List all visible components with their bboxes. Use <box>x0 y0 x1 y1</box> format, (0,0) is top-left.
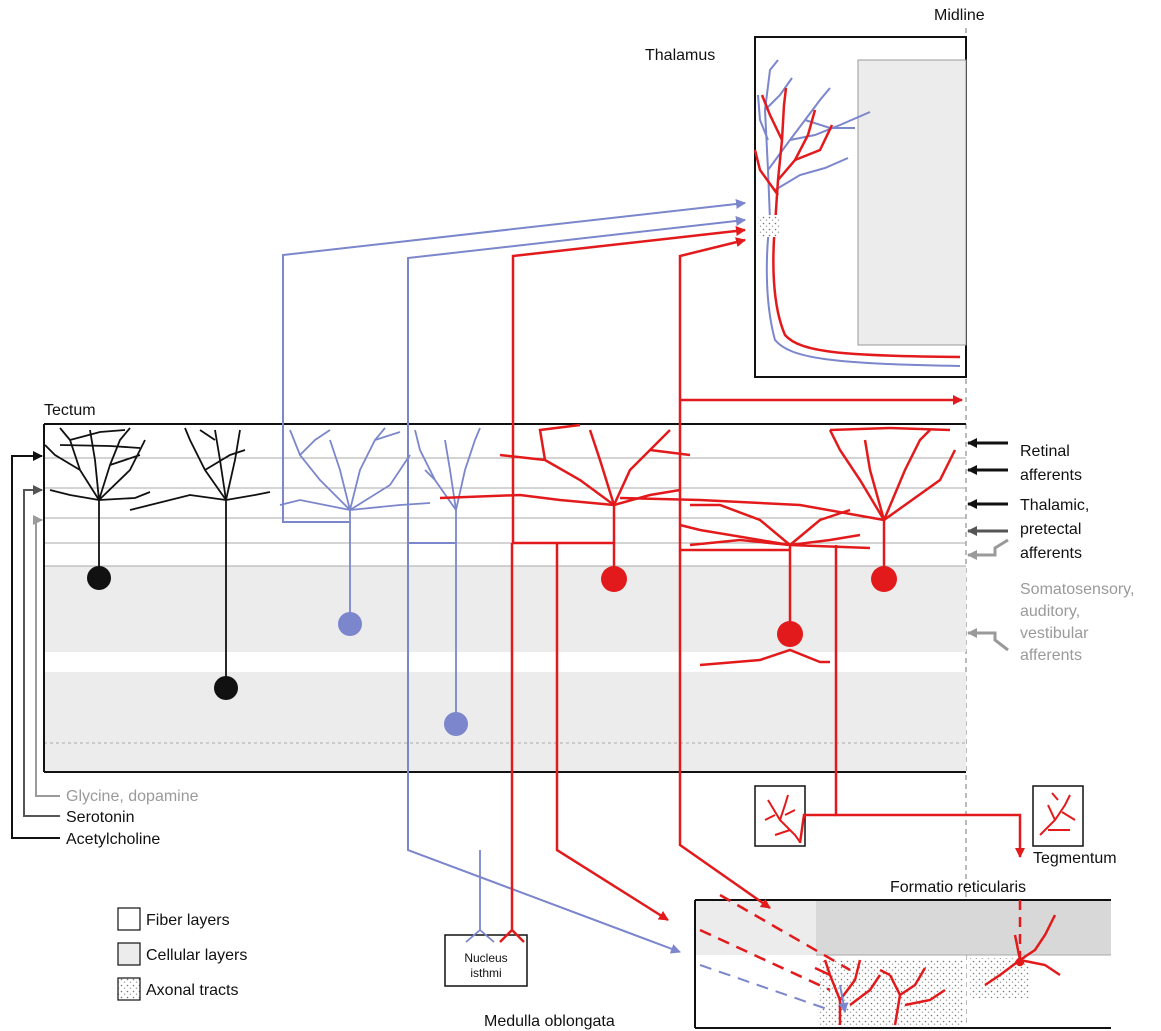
legend-item-axonal: Axonal tracts <box>118 978 238 1000</box>
tectum: Tectum <box>44 402 966 772</box>
midline-label: Midline <box>934 7 985 24</box>
tegmentum-label: Tegmentum <box>1033 850 1117 867</box>
legend: Fiber layers Cellular layers Axonal trac… <box>118 908 247 1000</box>
somatosensory-label-4: afferents <box>1020 647 1082 664</box>
glycine-label: Glycine, dopamine <box>66 788 199 805</box>
medulla-label: Medulla oblongata <box>484 1013 615 1030</box>
black-neuron-1-soma <box>87 566 111 590</box>
blue-projection-2 <box>408 220 745 543</box>
neuromodulator-labels: Glycine, dopamine Serotonin Acetylcholin… <box>66 788 199 848</box>
retinal-label-1: Retinal <box>1020 443 1070 460</box>
acetylcholine-label: Acetylcholine <box>66 831 160 848</box>
afferent-labels: Retinal afferents Thalamic, pretectal af… <box>1020 443 1134 664</box>
legend-swatch-cellular <box>118 943 140 965</box>
nucleus-isthmi-label-2: isthmi <box>470 966 501 980</box>
formatio-label: Formatio reticularis <box>890 879 1026 896</box>
thalamus-label: Thalamus <box>645 47 715 64</box>
somatosensory-label-3: vestibular <box>1020 625 1089 642</box>
blue-neuron-1-soma <box>338 612 362 636</box>
retinal-afferent-arrows <box>968 443 1008 531</box>
somatosensory-afferent-arrows <box>968 540 1008 650</box>
medulla-oblongata: Formatio reticularis Medulla oblongata <box>484 879 1111 1030</box>
somatosensory-label-2: auditory, <box>1020 603 1080 620</box>
tectum-label: Tectum <box>44 402 96 419</box>
thalamic-label-1: Thalamic, <box>1020 497 1089 514</box>
thalamus-axonal-dots <box>758 215 780 237</box>
retinal-label-2: afferents <box>1020 467 1082 484</box>
legend-swatch-fiber <box>118 908 140 930</box>
red-neuron-3-soma <box>871 566 897 592</box>
somatosensory-label-1: Somatosensory, <box>1020 581 1134 598</box>
thalamus-box: Thalamus <box>645 37 966 377</box>
nucleus-isthmi-label-1: Nucleus <box>464 951 507 965</box>
blue-neuron-2-soma <box>444 712 468 736</box>
thalamic-label-2: pretectal <box>1020 521 1081 538</box>
legend-label-cellular: Cellular layers <box>146 947 247 964</box>
legend-item-fiber: Fiber layers <box>118 908 230 930</box>
red-projection-1 <box>513 230 745 543</box>
legend-label-axonal: Axonal tracts <box>146 982 238 999</box>
serotonin-label: Serotonin <box>66 809 135 826</box>
red-neuron-2-soma <box>777 621 803 647</box>
black-neuron-2-soma <box>214 676 238 700</box>
thalamic-label-3: afferents <box>1020 545 1082 562</box>
black-neuron-2 <box>130 428 270 700</box>
red-neuron-1-soma <box>601 566 627 592</box>
legend-label-fiber: Fiber layers <box>146 912 230 929</box>
legend-swatch-axonal <box>118 978 140 1000</box>
legend-item-cellular: Cellular layers <box>118 943 247 965</box>
